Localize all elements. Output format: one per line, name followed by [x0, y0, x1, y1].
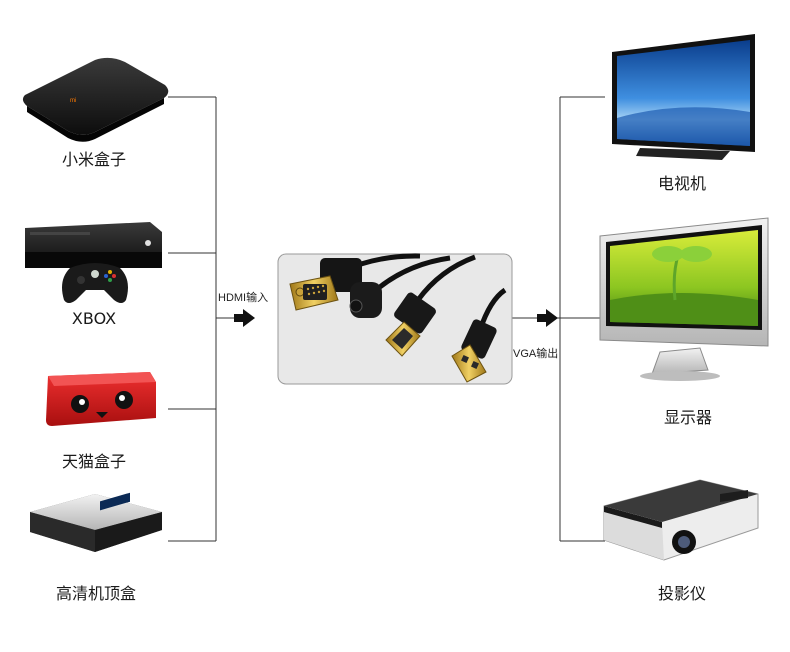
tv-icon: [612, 34, 755, 160]
output-bus-lines: [512, 96, 605, 542]
audio-jack-icon: [349, 282, 382, 318]
usb-connector-icon: [451, 319, 497, 383]
vga-output-label: VGA输出: [513, 348, 559, 360]
monitor-icon: [599, 217, 769, 381]
output-label-projector: 投影仪: [657, 584, 707, 603]
xbox-console-icon: [25, 222, 162, 268]
input-label-tmall-box: 天猫盒子: [61, 452, 127, 471]
tmall-box-icon: [46, 372, 156, 426]
input-label-set-top-box: 高清机顶盒: [55, 584, 137, 603]
hdmi-connector-icon: [385, 292, 436, 357]
input-bus-lines: [168, 96, 234, 542]
xbox-controller-icon: [62, 263, 128, 303]
vga-connector-icon: [289, 258, 362, 311]
input-arrow-icon: [234, 309, 255, 327]
svg-text:mi: mi: [70, 98, 76, 104]
input-label-xiaomi-box: 小米盒子: [61, 150, 127, 169]
input-label-xbox: XBOX: [71, 309, 117, 328]
output-label-monitor: 显示器: [663, 408, 713, 427]
xiaomi-box-icon: mi: [22, 57, 169, 142]
hdmi-input-label: HDMI输入: [218, 292, 269, 304]
output-arrow-icon: [537, 309, 558, 327]
set-top-box-icon: [30, 492, 162, 552]
projector-icon: [603, 479, 759, 561]
adapter-cable-box: [277, 253, 513, 385]
output-label-tv: 电视机: [657, 174, 707, 193]
